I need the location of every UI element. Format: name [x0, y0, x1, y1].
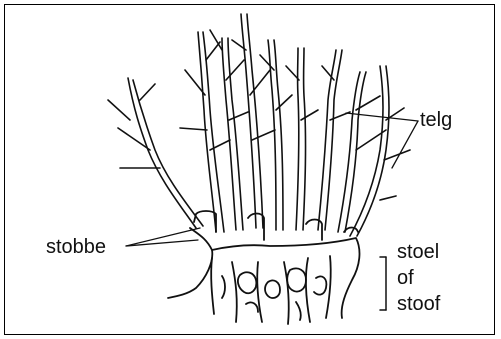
label-of: of [397, 268, 414, 288]
stems [108, 14, 410, 236]
label-stobbe: stobbe [46, 237, 106, 257]
label-stoof: stoof [397, 294, 440, 314]
stool-bracket [380, 257, 386, 310]
label-telg: telg [420, 110, 452, 130]
label-stoel: stoel [397, 242, 439, 262]
